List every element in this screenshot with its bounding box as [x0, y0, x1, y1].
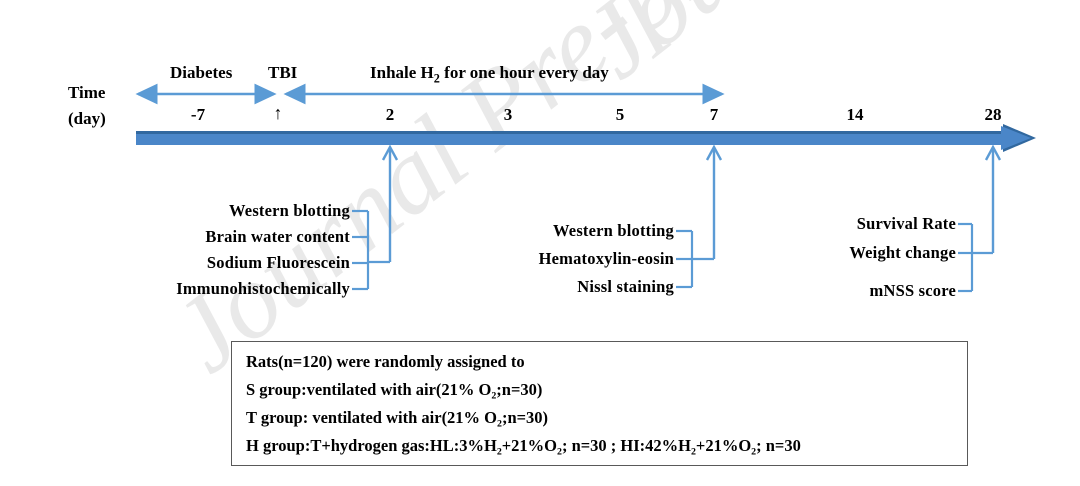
outcome-label-day28: Survival Rate [856, 214, 956, 233]
bracket-day7 [676, 229, 714, 289]
tick-label-28: 28 [984, 105, 1002, 124]
tick-label-3: 3 [503, 105, 513, 124]
tick-label-minus7: -7 [190, 105, 206, 124]
group-assignment-legend-box: Rats(n=120) were randomly assigned to S … [231, 341, 968, 466]
legend-line: Rats(n=120) were randomly assigned to [246, 352, 525, 371]
axis-label-time: Time [68, 83, 106, 102]
tick-label-2: 2 [385, 105, 395, 124]
axis-label-day: (day) [68, 109, 106, 128]
assay-label-day7: Hematoxylin-eosin [538, 249, 674, 268]
outcome-label-day28: Weight change [849, 243, 956, 262]
watermark-text-secondary: Journal Pre-proof [151, 0, 840, 396]
pointer-arrow-day2 [381, 144, 399, 262]
tbi-event-marker: ↑ [273, 103, 283, 123]
phase-label-inhale: Inhale H2 for one hour every day [370, 63, 609, 86]
assay-label-day2: Brain water content [205, 227, 350, 246]
legend-line: H group:T+hydrogen gas:HL:3%H₂+21%O₂; n=… [246, 436, 801, 455]
bracket-day2 [352, 209, 390, 291]
assay-label-day2: Sodium Fluorescein [206, 253, 350, 272]
assay-label-day7: Western blotting [553, 221, 674, 240]
outcome-label-day28: mNSS score [869, 281, 956, 300]
assay-label-day2: Immunohistochemically [176, 279, 350, 298]
timeline-bar [136, 124, 1036, 152]
pointer-arrow-day7 [705, 144, 723, 259]
pointer-arrow-day28 [984, 144, 1002, 253]
bracket-day28 [958, 222, 993, 293]
tick-label-14: 14 [846, 105, 864, 124]
tick-label-5: 5 [615, 105, 625, 124]
phase-label-diabetes: Diabetes [170, 63, 233, 82]
legend-line: S group:ventilated with air(21% O₂;n=30) [246, 380, 543, 399]
phase-label-tbi: TBI [268, 63, 298, 82]
assay-label-day2: Western blotting [229, 201, 350, 220]
assay-label-day7: Nissl staining [577, 277, 674, 296]
tick-label-7: 7 [709, 105, 719, 124]
watermark-text: Journal Pre-proof [560, 0, 1080, 104]
legend-line: T group: ventilated with air(21% O₂;n=30… [246, 408, 549, 427]
